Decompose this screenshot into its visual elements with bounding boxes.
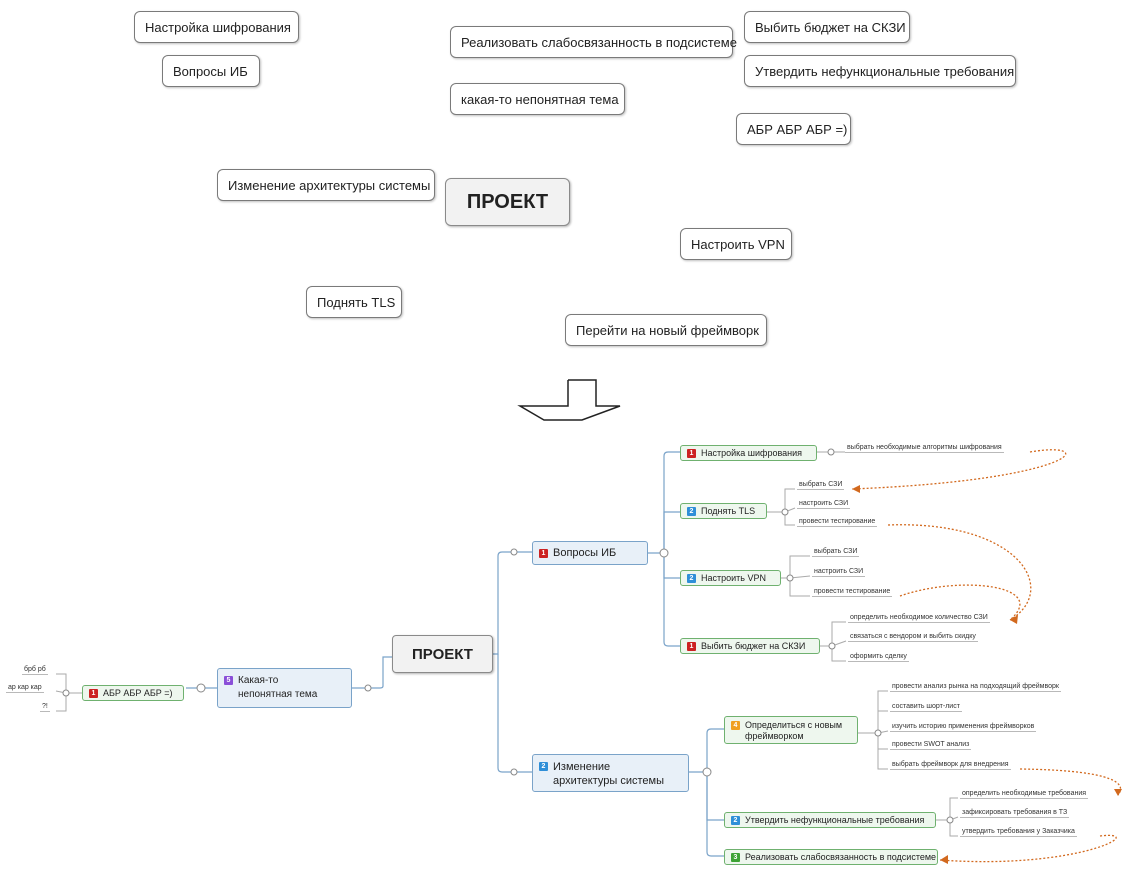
priority-marker: 5	[224, 676, 233, 685]
priority-marker: 4	[731, 721, 740, 730]
leaf-text: выбрать фреймворк для внедрения	[890, 761, 1011, 770]
priority-marker: 2	[687, 506, 696, 516]
idea-card[interactable]: Настроить VPN	[680, 228, 792, 260]
idea-card[interactable]: Настройка шифрования	[134, 11, 299, 43]
leaf-text: связаться с вендором и выбить скидку	[848, 633, 978, 642]
node-label: Вопросы ИБ	[553, 547, 617, 559]
map-root-node[interactable]: ПРОЕКТ	[392, 635, 493, 673]
priority-marker: 1	[539, 548, 548, 558]
leaf-text: ?!	[40, 703, 50, 712]
idea-card[interactable]: Вопросы ИБ	[162, 55, 260, 87]
idea-card[interactable]: Выбить бюджет на СКЗИ	[744, 11, 910, 43]
leaf-text: настроить СЗИ	[812, 568, 866, 577]
node-label: Настроить VPN	[701, 573, 766, 583]
leaf-text: изучить историю применения фреймворков	[890, 723, 1037, 732]
priority-marker: 1	[89, 688, 98, 698]
leaf-text: составить шорт-лист	[890, 703, 962, 712]
relation-arrows	[851, 449, 1122, 863]
leaf-text: настроить СЗИ	[797, 500, 851, 509]
arrow-heads	[852, 485, 1122, 864]
priority-marker: 1	[687, 448, 696, 458]
node-loose-coupling[interactable]: 3 Реализовать слабосвязанность в подсист…	[724, 849, 938, 865]
leaf-text: выбрать СЗИ	[797, 481, 845, 490]
node-label: АБР АБР АБР =)	[103, 688, 173, 698]
leaf-text: оформить сделку	[848, 653, 909, 662]
idea-card[interactable]: Реализовать слабосвязанность в подсистем…	[450, 26, 737, 58]
leaf-text: утвердить требования у Заказчика	[960, 828, 1077, 837]
leaf-text: определить необходимые требования	[960, 790, 1089, 799]
leaf-text: выбрать необходимые алгоритмы шифрования	[845, 444, 1004, 453]
node-vpn[interactable]: 2 Настроить VPN	[680, 570, 781, 586]
transform-arrow	[517, 379, 621, 421]
leaf-text: брб рб	[22, 666, 48, 675]
priority-marker: 2	[539, 762, 548, 771]
node-abr[interactable]: 1 АБР АБР АБР =)	[82, 685, 184, 701]
collapse-toggles	[62, 448, 954, 824]
leaf-text: зафиксировать требования в ТЗ	[960, 809, 1070, 818]
leaf-text: определить необходимое количество СЗИ	[848, 614, 990, 623]
priority-marker: 2	[687, 573, 696, 583]
leaf-text: провести анализ рынка на подходящий фрей…	[890, 683, 1061, 692]
idea-card[interactable]: АБР АБР АБР =)	[736, 113, 851, 145]
leaf-text: провести SWOT анализ	[890, 741, 972, 750]
idea-card[interactable]: Поднять TLS	[306, 286, 402, 318]
node-label: Реализовать слабосвязанность в подсистем…	[745, 852, 937, 862]
node-tls[interactable]: 2 Поднять TLS	[680, 503, 767, 519]
node-label: Настройка шифрования	[701, 448, 803, 458]
node-budget[interactable]: 1 Выбить бюджет на СКЗИ	[680, 638, 820, 654]
node-label: Выбить бюджет на СКЗИ	[701, 641, 806, 651]
node-voprosy-ib[interactable]: 1 Вопросы ИБ	[532, 541, 648, 565]
node-nonfunctional[interactable]: 2 Утвердить нефункциональные требования	[724, 812, 936, 828]
node-encryption[interactable]: 1 Настройка шифрования	[680, 445, 817, 461]
idea-card[interactable]: Изменение архитектуры системы	[217, 169, 435, 201]
leaf-text: провести тестирование	[812, 588, 893, 597]
leaf-connectors	[55, 451, 959, 837]
priority-marker: 1	[687, 641, 696, 651]
node-label: Утвердить нефункциональные требования	[745, 815, 925, 825]
leaf-text: ар кар кар	[6, 684, 44, 693]
leaf-text: выбрать СЗИ	[812, 548, 860, 557]
branch-connectors	[186, 451, 724, 857]
idea-card[interactable]: какая-то непонятная тема	[450, 83, 625, 115]
idea-card[interactable]: Перейти на новый фреймворк	[565, 314, 767, 346]
root-node[interactable]: ПРОЕКТ	[445, 178, 570, 226]
idea-card[interactable]: Утвердить нефункциональные требования	[744, 55, 1016, 87]
priority-marker: 3	[731, 852, 740, 862]
leaf-text: провести тестирование	[797, 518, 878, 527]
priority-marker: 2	[731, 815, 740, 825]
node-label: Поднять TLS	[701, 506, 756, 516]
